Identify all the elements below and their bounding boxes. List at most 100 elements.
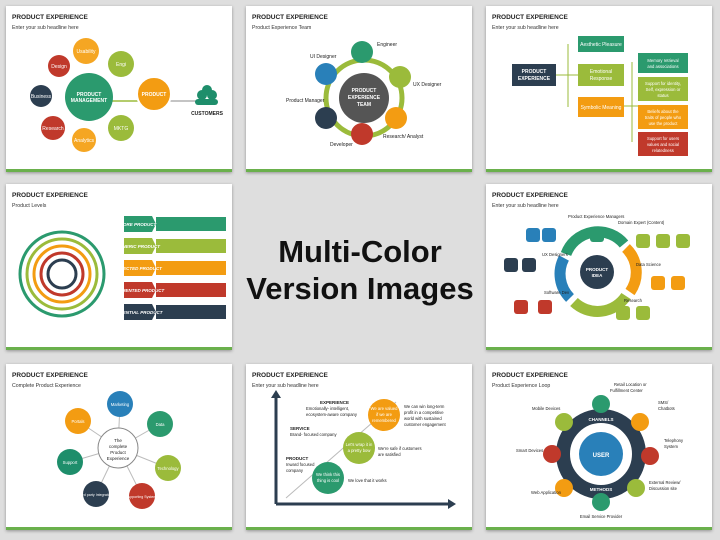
note-1-d: customer engagement xyxy=(404,422,447,427)
thumbnail-complete-product-experience[interactable]: The complete Product Experience Marketin… xyxy=(6,364,232,530)
marketing-label: Marketing xyxy=(111,402,130,407)
accent-bar xyxy=(486,527,712,530)
idea-center-2: IDEA xyxy=(592,273,604,278)
thumbnail-product-idea[interactable]: PRODUCT IDEA Product Experience Managers… xyxy=(486,184,712,350)
root-label-2: EXPERIENCE xyxy=(518,76,551,82)
thumbnail-product-experience-team[interactable]: PRODUCT EXPERIENCE TEAM Engineer UX Desi… xyxy=(246,6,472,172)
design-label: Design xyxy=(51,64,67,70)
accent-bar xyxy=(246,527,472,530)
banner-line-2: Version Images xyxy=(246,271,474,306)
supporting-label: Supporting Systems xyxy=(126,495,158,499)
accent-bar xyxy=(246,169,472,172)
prd-heading: PRODUCT xyxy=(286,456,309,461)
dev-label: Developer xyxy=(330,142,353,148)
experience-growth-diagram: EXPERIENCE Emotionally- intelligent, eco… xyxy=(271,390,456,509)
svc-heading: SERVICE xyxy=(290,426,310,431)
eng-label: Engi xyxy=(116,62,126,68)
branch-symbolic: Symbolic Meaning xyxy=(581,105,622,111)
center-3: Product xyxy=(110,450,126,455)
note-2-a: We're safe if customers xyxy=(378,446,422,451)
leaf-3-b: traits of people who xyxy=(645,115,682,120)
user-label: USER xyxy=(593,453,610,459)
green-line-1: Let's wrap it in xyxy=(346,442,373,447)
product-label: PRODUCT xyxy=(142,92,167,98)
note-3: We love that it works xyxy=(348,478,387,483)
generic-label: GENERIC PRODUCT xyxy=(116,244,161,249)
web-label: Web Application xyxy=(531,490,562,495)
email-label: Email Service Provider xyxy=(580,514,623,519)
slide-title: PRODUCT EXPERIENCE xyxy=(12,372,88,379)
sms-label-2: Chatbots xyxy=(658,406,675,411)
slide-subtitle: Complete Product Experience xyxy=(12,383,81,389)
accent-bar xyxy=(6,527,232,530)
slide-subtitle: Product Levels xyxy=(12,203,47,209)
teal-line-2: thing is cool xyxy=(317,478,339,483)
engineer-label: Engineer xyxy=(377,42,397,48)
slide-subtitle: Product Experience Loop xyxy=(492,383,551,389)
product-idea-diagram: PRODUCT IDEA Product Experience Managers… xyxy=(504,214,690,320)
external-label: External Review/ xyxy=(649,480,681,485)
product-levels-diagram: CORE PRODUCT GENERIC PRODUCT EXPECTED PR… xyxy=(18,216,226,320)
slide-subtitle: Enter your sub headline here xyxy=(12,25,79,31)
sd-label: Software Dev xyxy=(544,290,570,295)
research-label: Research/ Analyst xyxy=(383,134,424,140)
hub-label-2: MANAGEMENT xyxy=(71,98,107,104)
slide-title: PRODUCT EXPERIENCE xyxy=(12,14,88,21)
prd-line-2: Inward focused xyxy=(286,462,315,467)
data-label: Data xyxy=(156,422,166,427)
exp-line-3: ecosystem-aware company xyxy=(306,412,358,417)
leaf-3-c: use the product xyxy=(649,121,679,126)
pem-label: Product Experience Managers xyxy=(568,214,624,219)
technology-label: Technology xyxy=(157,466,179,471)
ds-label: Data Science xyxy=(636,262,662,267)
exp-heading: EXPERIENCE xyxy=(320,400,349,405)
leaf-4-b: values and social xyxy=(647,142,679,147)
slide-subtitle: Enter your sub headline here xyxy=(492,25,559,31)
slide-title: PRODUCT EXPERIENCE xyxy=(492,14,568,21)
expected-label: EXPECTED PRODUCT xyxy=(114,266,163,271)
third-party-label: Third party Integrations xyxy=(78,493,115,497)
business-label: Business xyxy=(31,94,52,100)
note-1-a: We can win long-term xyxy=(404,404,445,409)
green-line-2: a pretty bow xyxy=(348,448,372,453)
thumbnail-experience-tree[interactable]: PRODUCT EXPERIENCE Aesthetic Pleasure Em… xyxy=(486,6,712,172)
support-label: Support xyxy=(63,460,79,465)
product-management-diagram: PRODUCT MANAGEMENT PRODUCT Usability Des… xyxy=(30,38,224,152)
accent-bar xyxy=(6,169,232,172)
thumbnail-product-management[interactable]: PRODUCT MANAGEMENT PRODUCT Usability Des… xyxy=(6,6,232,172)
root-label: PRODUCT xyxy=(522,69,547,75)
experience-tree-diagram: PRODUCT EXPERIENCE Aesthetic Pleasure Em… xyxy=(512,36,688,156)
exp-line-2: Emotionally- intelligent, xyxy=(306,406,349,411)
center-1: The xyxy=(114,438,122,443)
portals-label: Portals xyxy=(71,419,84,424)
orange-line-3: remembered xyxy=(372,418,396,423)
branch-aesthetic: Aesthetic Pleasure xyxy=(580,42,622,48)
ux-label: UX Designer xyxy=(413,82,442,88)
idea-center-1: PRODUCT xyxy=(586,267,609,272)
svc-line-2: Brand- focused company xyxy=(290,432,337,437)
branch-emotional: Emotional xyxy=(590,69,612,75)
orange-line-2: if we are xyxy=(376,412,392,417)
research-label: Research xyxy=(42,126,64,132)
thumbnail-experience-growth[interactable]: EXPERIENCE Emotionally- intelligent, eco… xyxy=(246,364,472,530)
thumbnail-product-levels[interactable]: CORE PRODUCT GENERIC PRODUCT EXPECTED PR… xyxy=(6,184,232,350)
slide-subtitle: Product Experience Team xyxy=(252,25,312,31)
pm-label: Product Manager xyxy=(286,98,325,104)
team-hub-2: EXPERIENCE xyxy=(348,95,381,101)
retail-label: Retail Location or xyxy=(614,382,647,387)
thumbnail-experience-loop[interactable]: USER CHANNELS METHODS Retail Location or… xyxy=(486,364,712,530)
team-hub-1: PRODUCT xyxy=(352,88,377,94)
teal-line-1: We think this xyxy=(316,472,340,477)
leaf-1-b: and associations xyxy=(647,64,678,69)
external-label-2: Discussion site xyxy=(649,486,678,491)
center-banner: Multi-Color Version Images xyxy=(244,186,476,354)
leaf-1: Memory retrieval xyxy=(647,58,678,63)
potential-label: POTENTIAL PRODUCT xyxy=(114,310,164,315)
slide-title: PRODUCT EXPERIENCE xyxy=(252,372,328,379)
leaf-2: Support for identity, xyxy=(645,81,681,86)
slide-title: PRODUCT EXPERIENCE xyxy=(252,14,328,21)
center-4: Experience xyxy=(107,456,130,461)
leaf-2-b: Self, expression or xyxy=(646,87,681,92)
slide-title: PRODUCT EXPERIENCE xyxy=(492,192,568,199)
leaf-3: Beliefs about the xyxy=(647,109,679,114)
